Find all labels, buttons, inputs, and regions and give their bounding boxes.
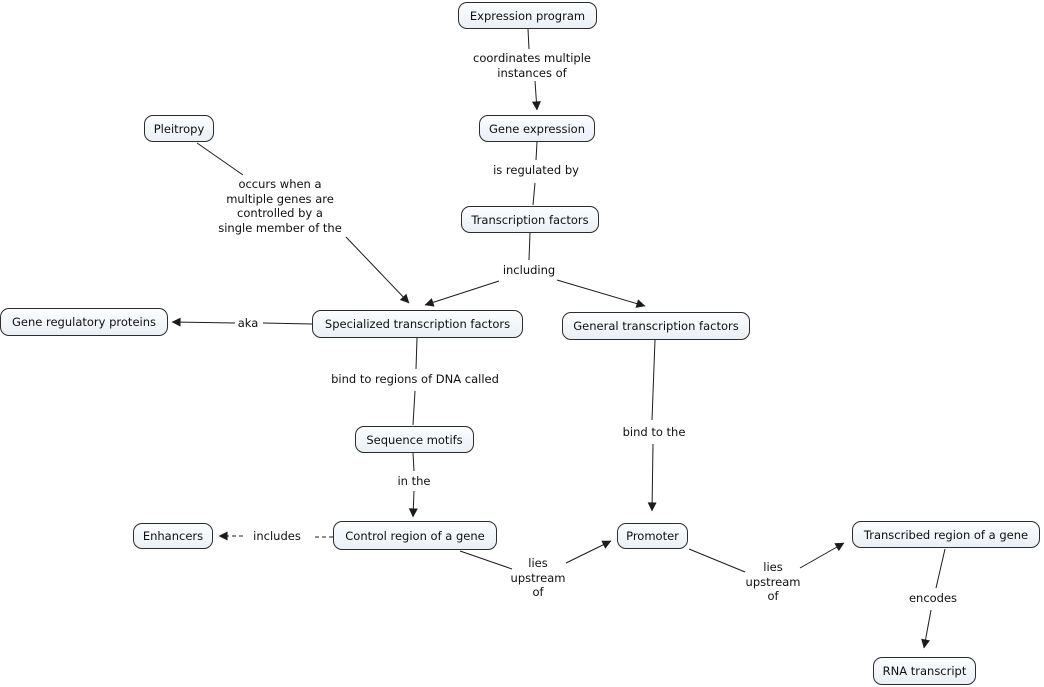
edge-label-lies-upstream-right[interactable]: lies upstream of [745, 560, 801, 603]
edge-label-to-transcription-factors [532, 182, 536, 206]
node-control-region[interactable]: Control region of a gene [333, 521, 497, 550]
edge-label-bind-to-the[interactable]: bind to the [622, 425, 686, 439]
edge-specialized-tf-to-aka [262, 322, 313, 325]
edge-gene-expression-to-label [535, 141, 538, 161]
node-gene-expression[interactable]: Gene expression [479, 115, 595, 142]
node-pleitropy[interactable]: Pleitropy [144, 115, 214, 142]
node-transcribed-region[interactable]: Transcribed region of a gene [852, 521, 1040, 548]
edge-label-including[interactable]: including [502, 263, 556, 277]
node-enhancers[interactable]: Enhancers [133, 523, 213, 549]
edge-label-occurs-when[interactable]: occurs when a multiple genes are control… [218, 177, 342, 235]
node-general-transcription-factors[interactable]: General transcription factors [562, 312, 750, 340]
edge-expression-program-to-label [527, 28, 530, 50]
edge-label-bind-to-regions[interactable]: bind to regions of DNA called [331, 372, 499, 386]
edge-label-is-regulated-by[interactable]: is regulated by [493, 163, 579, 177]
edge-bind-to-the-to-promoter [647, 443, 657, 512]
edge-label-aka[interactable]: aka [237, 316, 259, 330]
node-specialized-transcription-factors[interactable]: Specialized transcription factors [312, 310, 523, 338]
edge-sequence-motifs-to-in-the [412, 452, 415, 472]
edge-label-to-sequence-motifs [412, 390, 416, 426]
edge-promoter-to-lies-upstream [688, 548, 746, 573]
node-expression-program[interactable]: Expression program [458, 2, 597, 29]
edge-lies-upstream-to-transcribed-region [799, 542, 845, 569]
edge-transcription-factors-to-including [528, 232, 531, 261]
edge-label-includes[interactable]: includes [253, 529, 301, 543]
node-rna-transcript[interactable]: RNA transcript [873, 657, 976, 685]
edge-pleitropy-to-label [196, 142, 244, 176]
edge-label-lies-upstream-left[interactable]: lies upstream of [510, 556, 566, 599]
edge-in-the-to-control-region [408, 490, 418, 518]
edge-control-region-to-lies-upstream [459, 550, 513, 570]
edge-encodes-to-rna-transcript [921, 609, 932, 649]
edge-including-to-general-tf [556, 279, 646, 308]
edge-label-to-gene-expression [531, 80, 541, 111]
node-sequence-motifs[interactable]: Sequence motifs [355, 426, 474, 453]
edge-label-coordinates-multiple-instances[interactable]: coordinates multiple instances of [473, 51, 591, 80]
edge-including-to-specialized-tf [424, 280, 500, 307]
edge-aka-to-gene-regulatory-proteins [171, 317, 236, 327]
node-gene-regulatory-proteins[interactable]: Gene regulatory proteins [0, 308, 168, 336]
edge-general-tf-to-bind-to-the [651, 339, 656, 421]
node-transcription-factors[interactable]: Transcription factors [461, 206, 599, 233]
edge-lies-upstream-to-promoter [565, 540, 612, 564]
edge-label-in-the[interactable]: in the [397, 474, 431, 488]
node-promoter[interactable]: Promoter [617, 523, 688, 549]
edge-transcribed-region-to-encodes [935, 548, 946, 589]
edge-label-to-specialized-tf [345, 236, 410, 304]
edge-label-encodes[interactable]: encodes [908, 591, 958, 605]
edge-specialized-tf-to-label [415, 337, 418, 370]
